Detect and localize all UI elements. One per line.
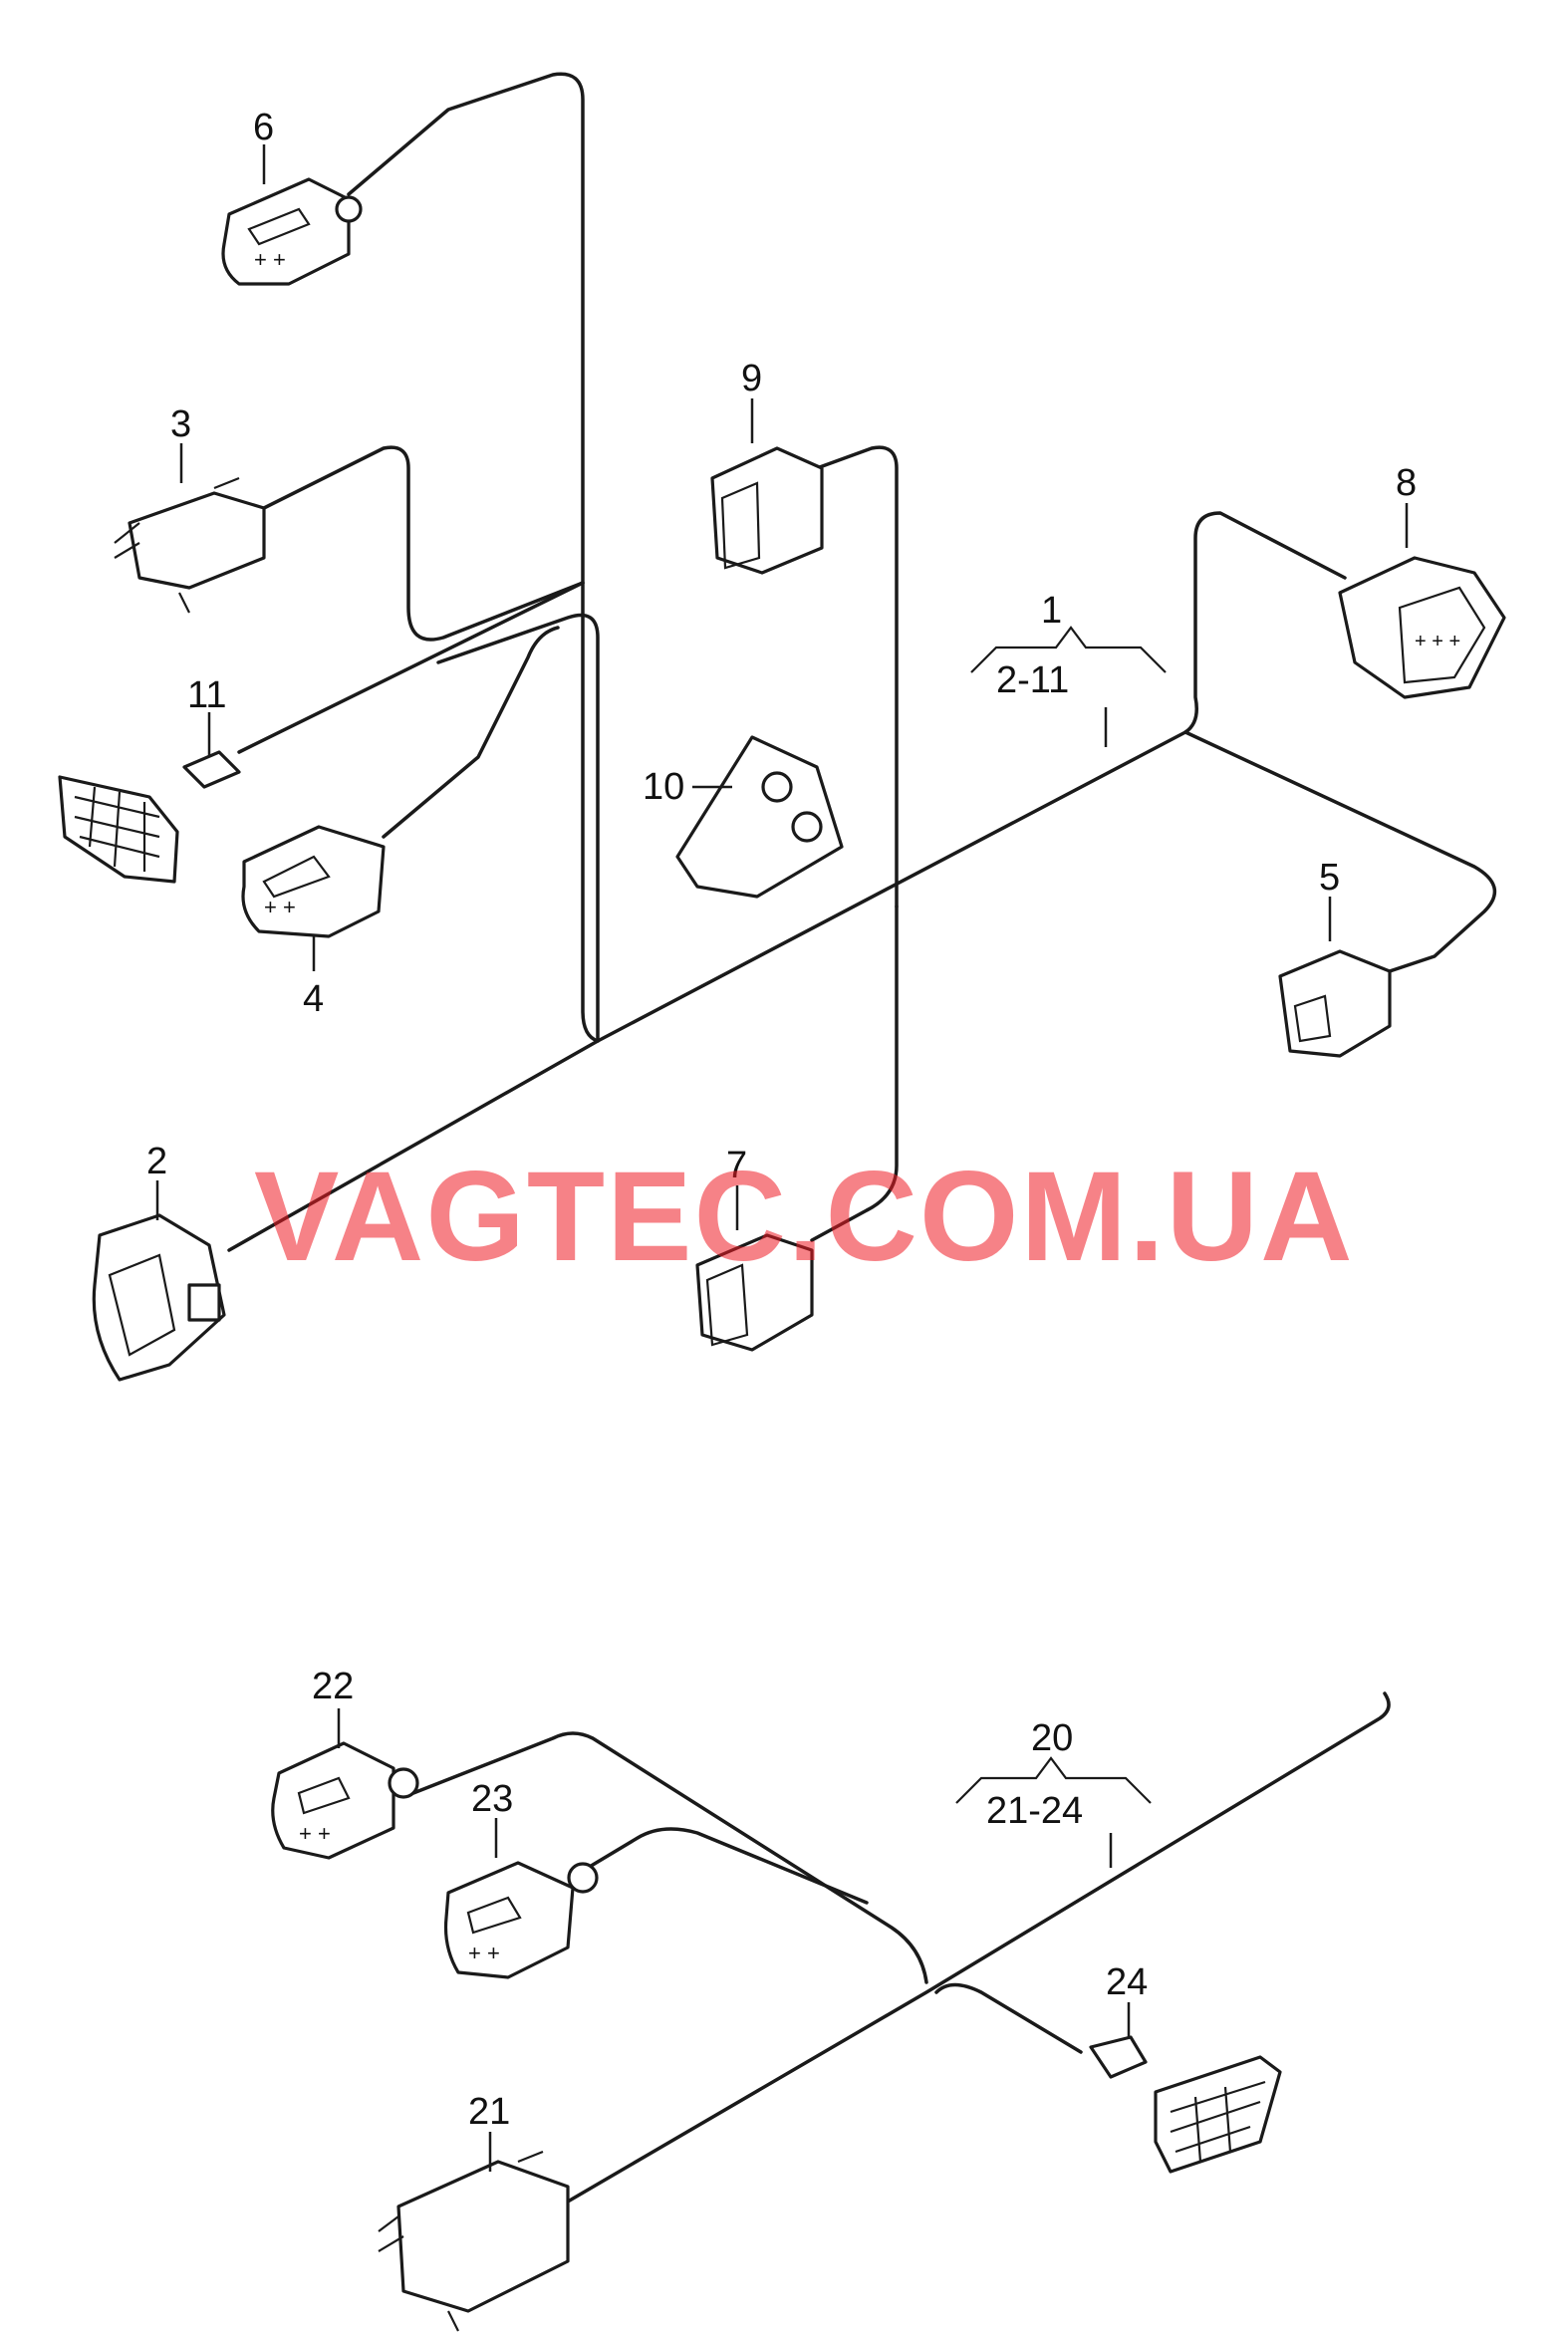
svg-text:+ + +: + + + <box>1415 631 1460 652</box>
callout-10: 10 <box>643 766 684 808</box>
connector-2 <box>92 1213 226 1382</box>
connector-7 <box>695 1233 814 1352</box>
watermark: VAGTEC.COM.UA <box>254 1146 1355 1288</box>
callout-20: 20 <box>1031 1717 1073 1759</box>
lamp-24 <box>1089 2035 1282 2174</box>
callout-6: 6 <box>253 107 274 148</box>
callout-20-range: 21-24 <box>986 1790 1083 1832</box>
lamp-11 <box>58 750 241 884</box>
callout-1-range: 2-11 <box>996 659 1069 701</box>
svg-text:+ +: + + <box>468 1941 500 1965</box>
callout-22: 22 <box>312 1666 354 1707</box>
connector-21 <box>378 2150 570 2332</box>
connector-8: + + + <box>1338 556 1506 699</box>
callout-7: 7 <box>726 1145 747 1186</box>
svg-text:+ +: + + <box>254 247 286 272</box>
connector-3 <box>114 476 266 614</box>
callout-labels-lower: 22 23 21 24 20 21-24 <box>312 1666 1148 2133</box>
connector-22: + + <box>271 1741 419 1860</box>
harness-20-wires <box>411 1691 1391 2203</box>
callout-21: 21 <box>468 2091 510 2133</box>
connector-5 <box>1278 949 1392 1058</box>
callout-24: 24 <box>1106 1961 1148 2003</box>
svg-text:+ +: + + <box>264 895 296 919</box>
bracket-10 <box>675 735 844 899</box>
connector-4: + + <box>241 825 386 938</box>
callout-8: 8 <box>1396 462 1417 504</box>
callout-1: 1 <box>1041 590 1062 632</box>
callout-9: 9 <box>741 358 762 399</box>
callout-5: 5 <box>1319 857 1340 899</box>
callout-3: 3 <box>170 403 191 445</box>
callout-4: 4 <box>303 978 324 1020</box>
harness-1-wires <box>227 72 1497 1252</box>
callout-labels-upper: 6 3 11 4 2 9 10 8 5 7 1 2-11 <box>146 107 1417 1186</box>
callout-11: 11 <box>187 674 226 716</box>
callout-23: 23 <box>471 1778 513 1820</box>
callout-2: 2 <box>146 1141 167 1182</box>
connector-6: + + <box>221 177 363 286</box>
connector-9 <box>710 446 824 575</box>
connector-23: + + <box>443 1861 599 1979</box>
svg-text:+ +: + + <box>299 1821 331 1846</box>
